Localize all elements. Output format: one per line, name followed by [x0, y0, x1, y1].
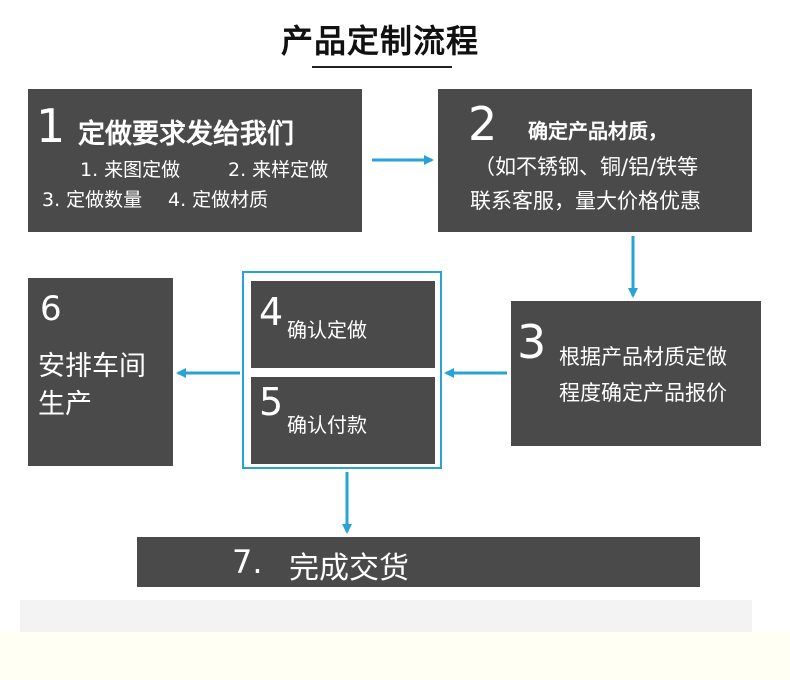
step-1-heading: 定做要求发给我们: [78, 119, 294, 150]
step-5-label: 确认付款: [287, 413, 367, 437]
confirm-group-frame: [242, 271, 442, 469]
step-6-number: 6: [40, 289, 62, 329]
footer-background: [0, 632, 790, 680]
step-5-number: 5: [259, 380, 284, 424]
step-3-number: 3: [517, 315, 547, 369]
step-4-box: 4 确认定做: [251, 281, 435, 368]
step-2-line-2: （如不锈钢、铜/铝/铁等: [474, 155, 699, 179]
step-3-box: 3 根据产品材质定做 程度确定产品报价: [511, 301, 761, 446]
page-title: 产品定制流程: [280, 22, 479, 60]
step-2-line-1: 确定产品材质，: [528, 119, 668, 143]
step-2-line-3: 联系客服，量大价格优惠: [470, 189, 701, 213]
step-1-item-3: 3. 定做数量: [42, 189, 143, 211]
step-3-line-2: 程度确定产品报价: [559, 381, 727, 405]
step-4-number: 4: [259, 290, 284, 334]
step-5-box: 5 确认付款: [251, 377, 435, 464]
step-1-box: 1 定做要求发给我们 1. 来图定做 2. 来样定做 3. 定做数量 4. 定做…: [28, 89, 362, 232]
step-4-label: 确认定做: [287, 318, 367, 342]
bottom-band: [20, 600, 752, 632]
step-6-line-1: 安排车间: [38, 351, 146, 382]
step-7-label: 完成交货: [289, 551, 409, 586]
step-3-line-1: 根据产品材质定做: [559, 345, 727, 369]
step-2-number: 2: [468, 97, 498, 151]
step-1-item-4: 4. 定做材质: [168, 189, 269, 211]
step-7-box: 7. 完成交货: [137, 537, 700, 587]
step-2-box: 2 确定产品材质， （如不锈钢、铜/铝/铁等 联系客服，量大价格优惠: [438, 89, 752, 232]
step-1-item-1: 1. 来图定做: [80, 159, 181, 181]
step-6-box: 6 安排车间 生产: [28, 278, 173, 466]
step-6-line-2: 生产: [38, 389, 92, 420]
title-underline: [312, 66, 452, 68]
step-1-item-2: 2. 来样定做: [228, 159, 329, 181]
step-7-number: 7.: [232, 543, 263, 581]
step-1-number: 1: [36, 99, 66, 153]
